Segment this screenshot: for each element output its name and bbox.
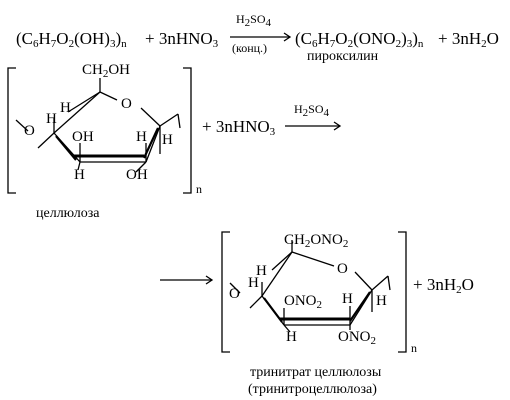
nitrate-h-c5: H bbox=[256, 263, 267, 279]
cellulose-bond-c1-c2 bbox=[145, 125, 161, 163]
reaction2-catalyst: H2SO4 bbox=[294, 102, 330, 119]
nitrate-ring-front-r bbox=[349, 291, 371, 322]
cellulose-bond-c3-h bbox=[77, 161, 81, 171]
reaction2-reagent: + 3nHNO3 bbox=[202, 117, 276, 138]
cellulose-bond-c5-h bbox=[67, 91, 101, 113]
nitrate-h-c3: H bbox=[286, 329, 297, 345]
cellulose-bond-c1-out2 bbox=[177, 113, 181, 129]
nitrate-ring-front-l bbox=[263, 297, 283, 323]
eq-reagent: + 3nHNO3 bbox=[145, 29, 219, 50]
nitrate-h-c2: H bbox=[342, 291, 353, 307]
cellulose-oh-c2: OH bbox=[126, 167, 148, 183]
cellulose-ring-front-l bbox=[55, 135, 77, 161]
nitrate-bond-o-c1 bbox=[354, 271, 373, 291]
nitrate-bond-c4-c5 bbox=[261, 251, 293, 297]
eq-product-name: пироксилин bbox=[307, 49, 379, 64]
nitrate-name-line1: тринитрат целлюлозы bbox=[250, 365, 382, 380]
nitrate-bond-o-out bbox=[229, 282, 241, 294]
eq-arrowhead bbox=[283, 32, 292, 42]
cellulose-ch2oh: CH2OH bbox=[82, 62, 131, 80]
nitrate-bond-c5-h bbox=[271, 251, 293, 271]
cellulose-n: n bbox=[196, 182, 202, 196]
nitrate-ch2ono2: CH2ONO2 bbox=[284, 232, 349, 250]
eq-byproduct: + 3nH2O bbox=[438, 29, 499, 50]
cellulose-bridge-o: O bbox=[24, 123, 35, 139]
cellulose-ring-o: O bbox=[121, 96, 132, 112]
nitrate-bond-c5-o bbox=[291, 251, 335, 267]
cellulose-bond-o-out bbox=[15, 119, 29, 132]
cellulose-h-c1: H bbox=[162, 132, 173, 148]
reaction2-arrowhead bbox=[333, 121, 342, 131]
nitrate-bridge-o: O bbox=[229, 286, 240, 302]
cellulose-h-c2top: H bbox=[136, 129, 147, 145]
nitrate-bracket-left bbox=[221, 231, 230, 353]
cellulose-bond-o-c1 bbox=[140, 107, 161, 127]
cellulose-bracket-right bbox=[183, 67, 192, 194]
nitrate-n: n bbox=[411, 341, 417, 355]
nitrate-ono2-c3: ONO2 bbox=[284, 293, 322, 311]
cellulose-h-c5: H bbox=[60, 100, 71, 116]
nitrate-ono2-c2: ONO2 bbox=[338, 329, 376, 347]
nitrate-name-line2: (тринитроцеллюлоза) bbox=[248, 382, 377, 397]
nitrate-bond-c1-out2 bbox=[387, 275, 391, 291]
nitrate-h-c1: H bbox=[376, 293, 387, 309]
cellulose-h-c4: H bbox=[46, 111, 57, 127]
cellulose-h-c3: H bbox=[74, 167, 85, 183]
nitrate-bracket-right bbox=[398, 231, 407, 353]
nitrate-byproduct: + 3nH2O bbox=[413, 275, 474, 296]
eq-product: (C6H7O2(ONO2)3)n bbox=[295, 29, 424, 50]
cellulose-bond-c1-out bbox=[159, 113, 179, 127]
nitrate-bond-c4-o bbox=[249, 295, 263, 309]
eq-reactant: (C6H7O2(OH)3)n bbox=[16, 29, 127, 50]
eq-condition: (конц.) bbox=[232, 41, 268, 55]
nitrate-h-c4: H bbox=[248, 275, 259, 291]
cellulose-oh-c3: OH bbox=[72, 129, 94, 145]
nitrate-bond-c3-h bbox=[283, 324, 291, 333]
cellulose-name: целлюлоза bbox=[36, 206, 100, 221]
cellulose-bond-c5-o bbox=[99, 91, 118, 101]
cellulose-bond-c2-h bbox=[135, 161, 147, 173]
cellulose-bracket-left bbox=[7, 67, 16, 194]
nitrate-bond-c1-out bbox=[371, 275, 389, 291]
eq-catalyst: H2SO4 bbox=[236, 12, 272, 29]
nitrate-ring-o: O bbox=[337, 261, 348, 277]
cellulose-bond-c4-o bbox=[37, 132, 55, 149]
cellulose-bond-c4-c5 bbox=[53, 91, 101, 134]
reaction3-arrowhead bbox=[205, 275, 214, 285]
